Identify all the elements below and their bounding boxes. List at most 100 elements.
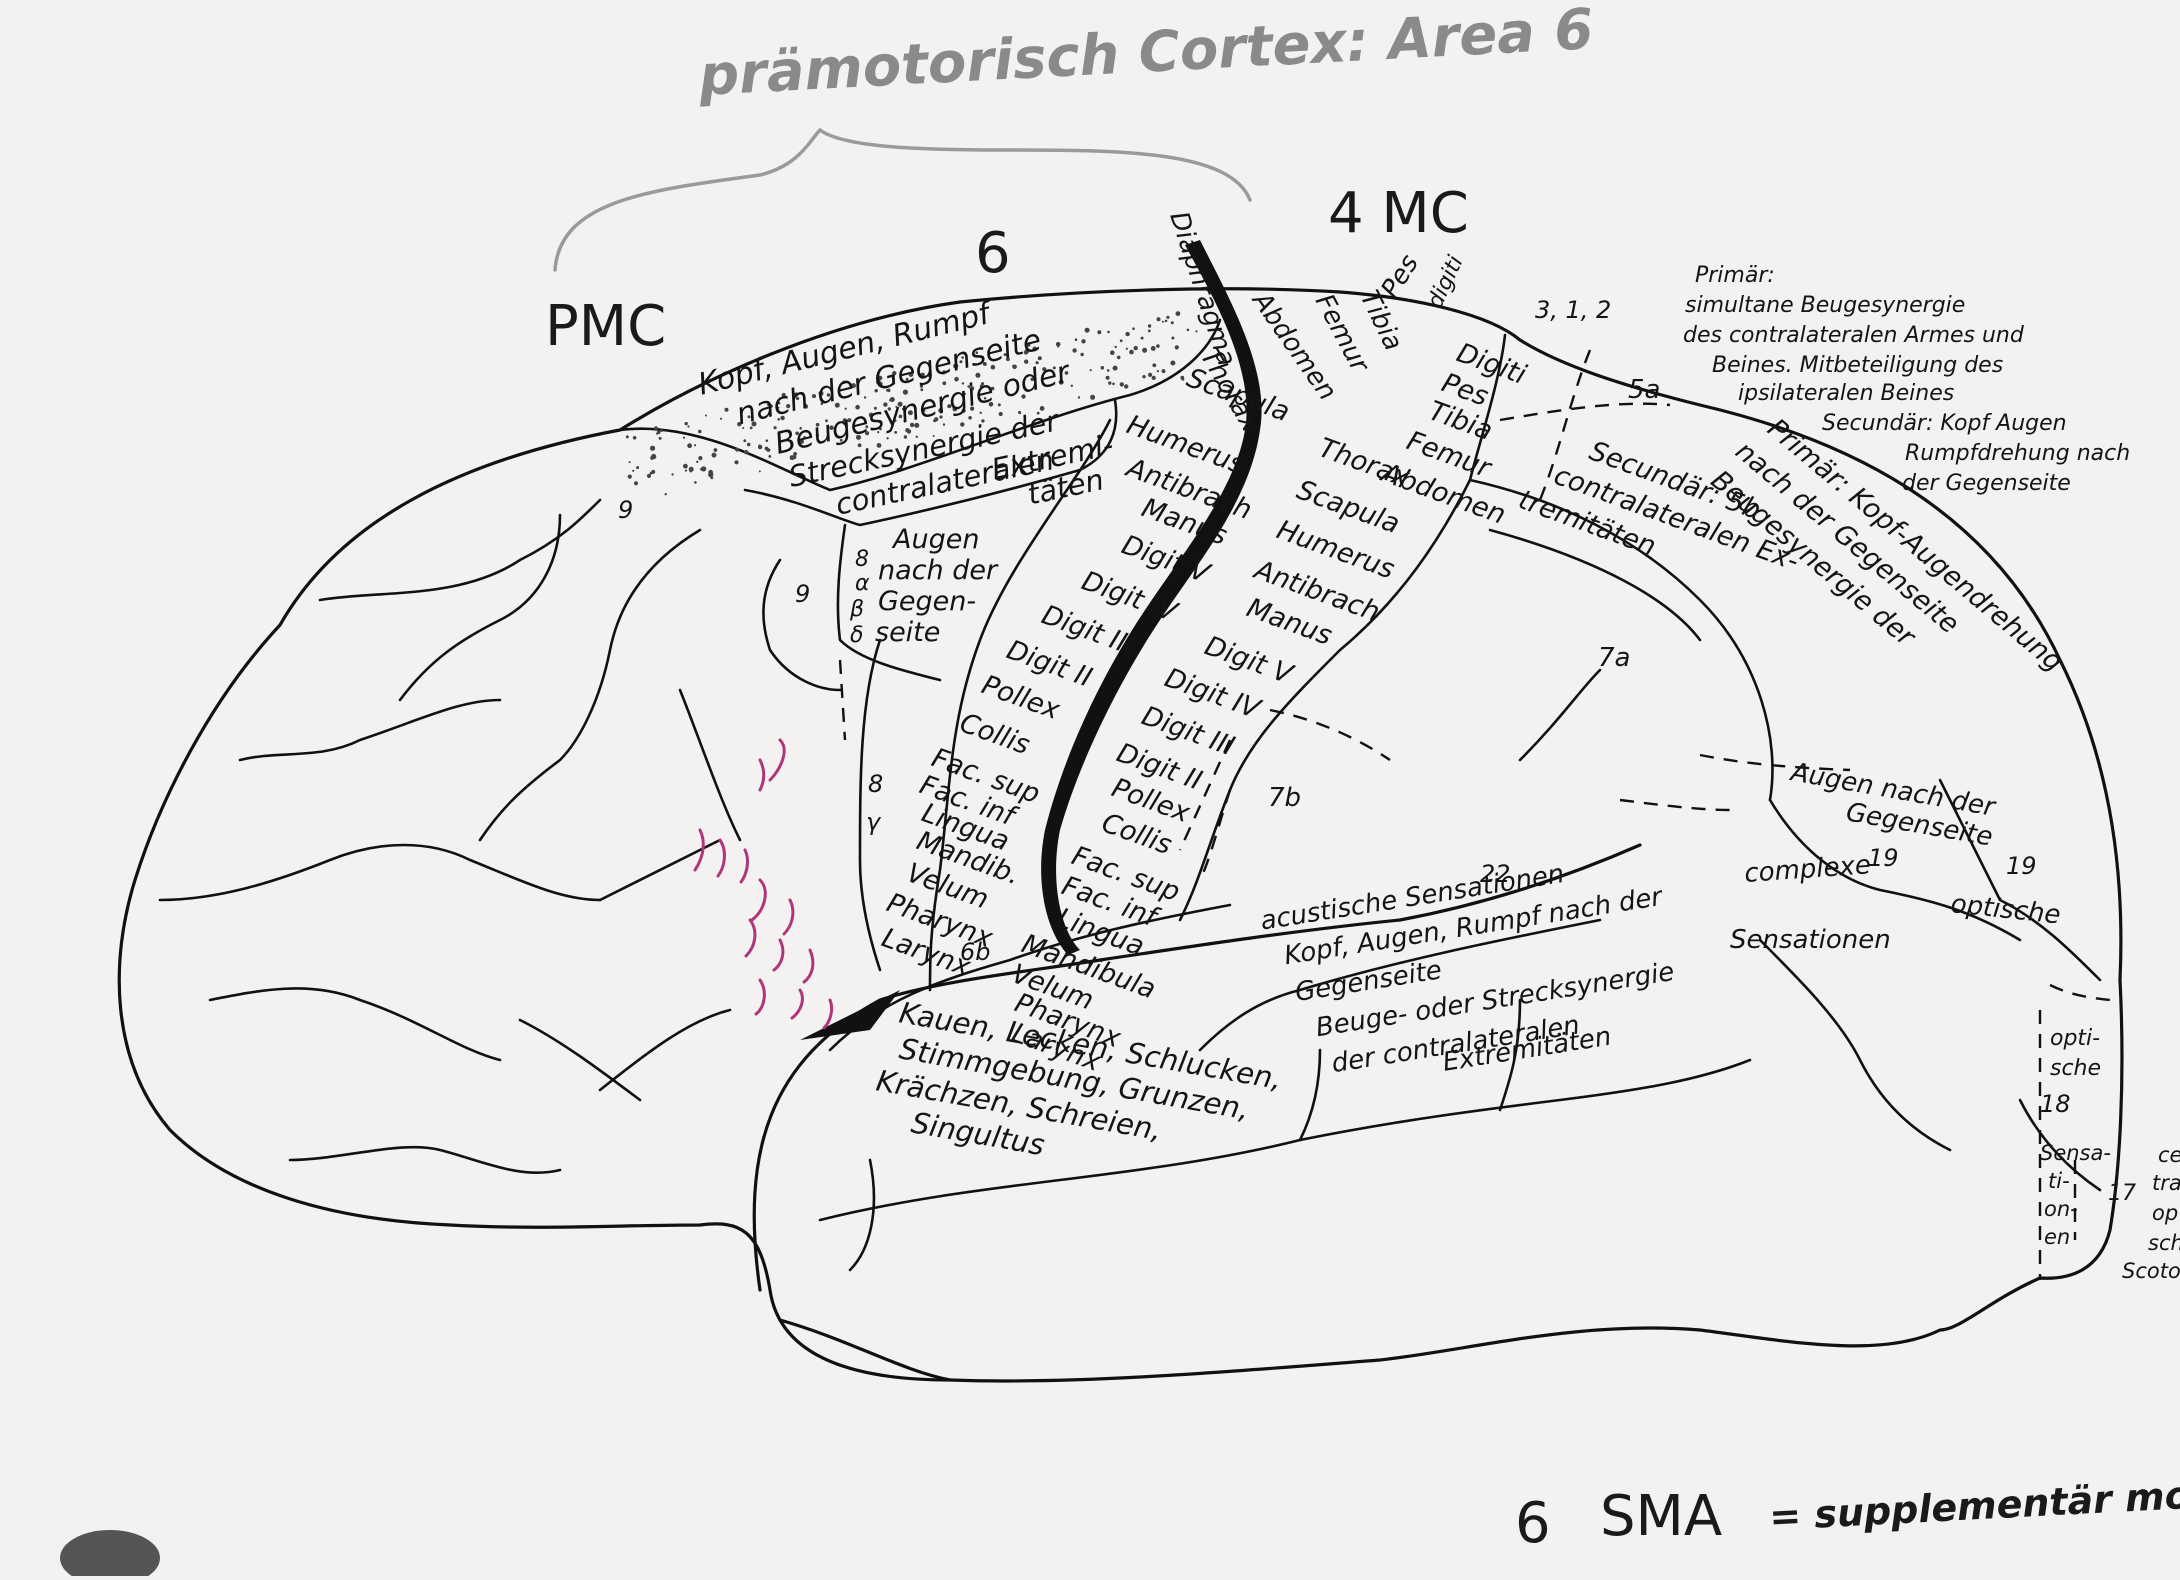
stipple-dot [933,419,937,423]
stipple-dot [932,435,935,437]
stipple-dot [1089,369,1092,372]
stipple-dot [1107,330,1110,334]
sma-definition: = supplementär motor [1768,1470,2180,1539]
stipple-dot [942,423,946,426]
stipple-dot [1003,353,1007,357]
stipple-dot [892,371,897,376]
digiti-top-label: digiti [1423,252,1469,312]
stipple-dot [799,427,802,430]
stipple-dot [629,476,632,479]
stipple-dot [781,392,786,398]
stipple-dot [842,422,845,425]
area-9b-number: 9 [795,580,810,608]
stipple-dot [1037,356,1042,361]
stipple-dot [877,431,880,434]
stipple-dot [777,401,781,405]
area8-boundary [836,523,942,682]
stipple-dot [743,439,747,443]
stipple-dot [1105,375,1110,380]
primaer-line: Secundär: Kopf Augen [1822,411,2067,436]
area8-top-text: 8 α β δ Augen nach der Gegen- seite [849,524,999,648]
stipple-dot [764,446,769,451]
stipple-dot [768,455,772,458]
stipple-dot [671,473,674,476]
stipple-dot [1133,345,1138,351]
stipple-dot [777,406,780,409]
area19-optische: optische [1949,889,2062,930]
intraparietal-sulcus [1488,528,1702,762]
frontal-sulcus-1 [318,498,602,602]
stipple-dot [649,471,653,475]
stipple-dot [1052,366,1056,370]
stipple-dot [1161,320,1164,323]
area8-line: seite [875,617,940,648]
primaer-line: des contralateralen Armes und [1683,323,2025,348]
stipple-dot [1156,370,1159,373]
stipple-dot [803,404,809,409]
dashed-boundary-8 [838,659,1232,851]
stipple-dot [915,435,918,438]
stipple-dot [650,445,656,451]
pink-handwriting-marks [693,738,834,1030]
stipple-dot [1142,375,1146,379]
stipple-dot [1125,347,1128,350]
brain-outline [117,287,2124,1383]
area8-gamma: γ [866,808,882,836]
temporal-sulcus-3 [1198,918,1602,1052]
stipple-dot [769,404,773,408]
precentral-sulcus [928,418,1112,992]
area6-band-boundary [743,398,1118,527]
stipple-dot [851,383,856,389]
stipple-dot [1081,339,1086,344]
temporal-lobe-outline [752,843,1642,1382]
stipple-dot [876,443,882,448]
stipple-dot [981,382,985,386]
stipple-dot [921,408,926,413]
primaer-line: Beines. Mitbeteiligung des [1712,353,2003,378]
stipple-dot [997,403,1001,407]
stipple-dot [820,402,824,406]
stipple-dot [1106,369,1110,372]
stipple-dot [1064,371,1069,375]
stipple-dot [793,452,797,456]
stipple-dot [660,429,663,432]
stipple-dot [1125,331,1130,337]
stipple-dot [694,444,697,447]
stipple-dot [1090,394,1096,400]
stipple-dot [897,401,903,407]
area-19a-number: 19 [1868,844,1899,872]
stipple-dot [632,436,637,440]
area-6-label: 6 [975,221,1011,286]
stipple-dot [737,422,742,427]
stipple-dot [1023,359,1029,364]
mc-label: 4 MC [1328,181,1469,246]
stipple-dot [960,422,965,427]
stipple-dot [1152,363,1157,368]
frontal-sulcus-5 [238,698,502,762]
stipple-dot [636,466,640,470]
pencil-brace [553,127,1252,272]
primaer-line: Rumpfdrehung nach [1905,441,2130,466]
stipple-dot [1021,394,1026,399]
stipple-dot [981,419,985,423]
stipple-dot [857,443,862,448]
stipple-dot [903,435,908,439]
area19-line: Sensationen [1730,925,1891,955]
stipple-dot [1195,330,1198,333]
stipple-dot [1030,377,1035,382]
stipple-dot [998,411,1003,417]
stipple-dot [1150,346,1156,351]
area8-greek-label: β [849,597,864,622]
stipple-dot [988,402,994,407]
stipple-dot [1012,365,1015,368]
stipple-dot [865,431,870,436]
stipple-dot [895,405,898,408]
stipple-dot [1039,406,1045,411]
stipple-dot [825,419,828,423]
dashed-boundary-5a [1499,349,1671,501]
stipple-dot [792,455,797,460]
frontal-sulcus-3 [762,558,842,692]
area-19b-number: 19 [2006,852,2037,880]
stipple-dot [698,429,702,434]
